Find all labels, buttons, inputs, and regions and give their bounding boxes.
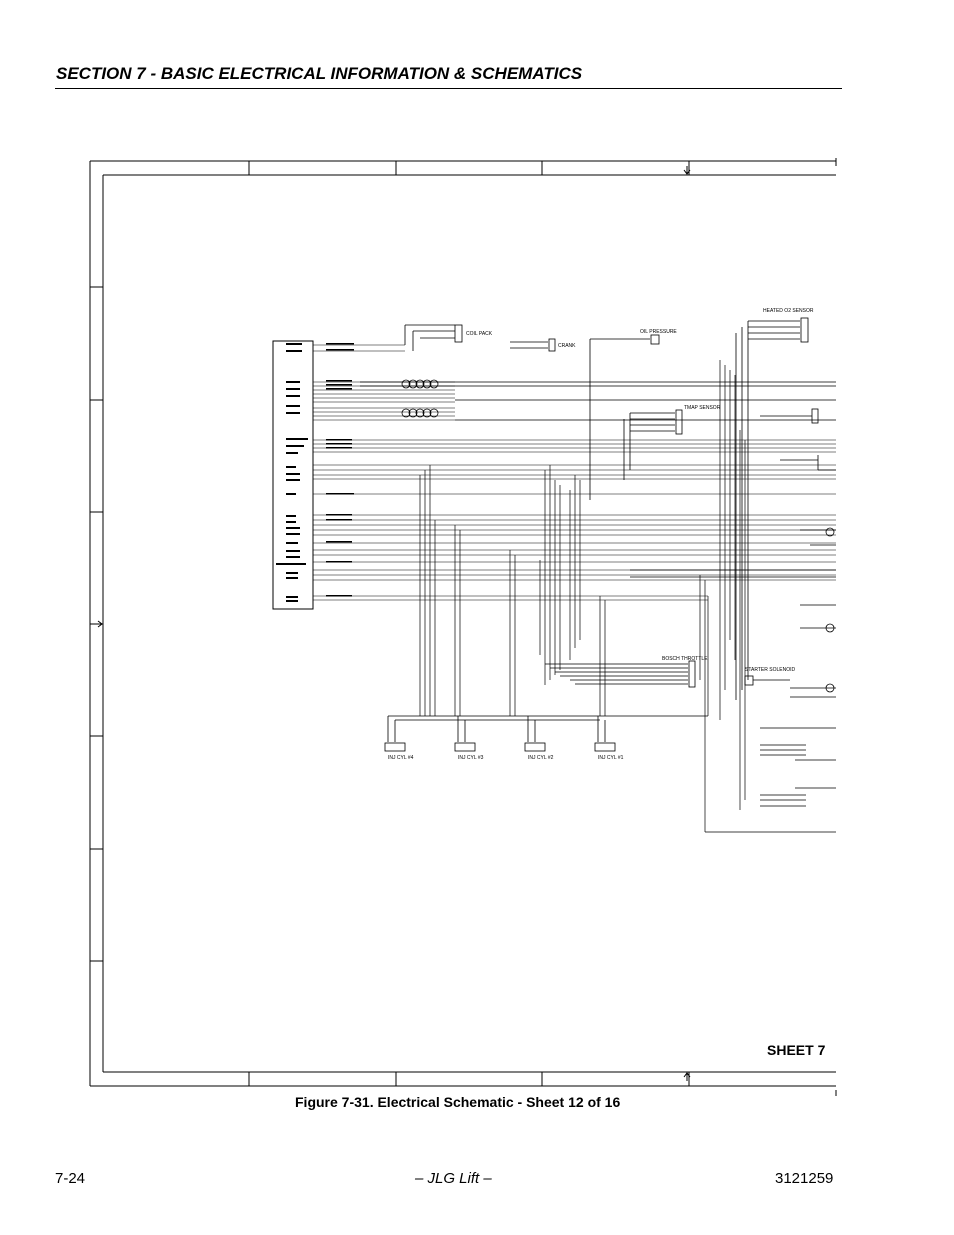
ecm-pin-lines [313,344,836,601]
starter-solenoid-label: STARTER SOLENOID [745,667,795,673]
tmap-sensor-connector [675,409,683,435]
inj-cyl-2-connector [524,742,546,752]
tmap-sensor-label: TMAP SENSOR [684,405,721,411]
heated-o2-sensor-label: HEATED O2 SENSOR [763,308,814,314]
inj-cyl-3-connector [454,742,476,752]
inj-cyl-4-connector [384,742,406,752]
oil-pressure-label: OIL PRESSURE [640,329,677,335]
schematic-border [89,158,837,1096]
oil-pressure-sensor [650,334,660,345]
inj-cyl-3-label: INJ CYL #3 [458,755,484,761]
inj-cyl-2-label: INJ CYL #2 [528,755,554,761]
bosch-throttle-label: BOSCH THROTTLE [662,656,708,662]
crank-connector [548,338,556,352]
starter-solenoid-symbol [744,675,754,686]
top-center-arrow [683,166,691,175]
figure-caption: Figure 7-31. Electrical Schematic - Shee… [295,1094,621,1110]
left-center-arrow [94,620,103,628]
heated-o2-sensor-connector [800,317,809,343]
inj-cyl-4-label: INJ CYL #4 [388,755,414,761]
sheet-label: SHEET 7 [767,1042,826,1058]
page-number: 7-24 [55,1170,86,1187]
right-side-components [760,408,836,807]
coil-pack-connector [454,324,463,343]
footer-center: – JLG Lift – [415,1170,492,1187]
bottom-center-arrow [683,1072,691,1081]
injector-wiring [387,715,708,742]
header-rule [55,88,842,89]
harness-runs [360,360,836,833]
twisted-pair-shield [401,379,439,418]
bosch-throttle-connector [688,660,696,688]
doc-number: 3121259 [775,1170,834,1187]
coil-pack-label: COIL PACK [466,331,493,337]
ecm-pin-labels [276,343,354,602]
inj-cyl-1-connector [594,742,616,752]
section-title: SECTION 7 - BASIC ELECTRICAL INFORMATION… [56,64,583,83]
inj-cyl-1-label: INJ CYL #1 [598,755,624,761]
crank-label: CRANK [558,343,576,349]
